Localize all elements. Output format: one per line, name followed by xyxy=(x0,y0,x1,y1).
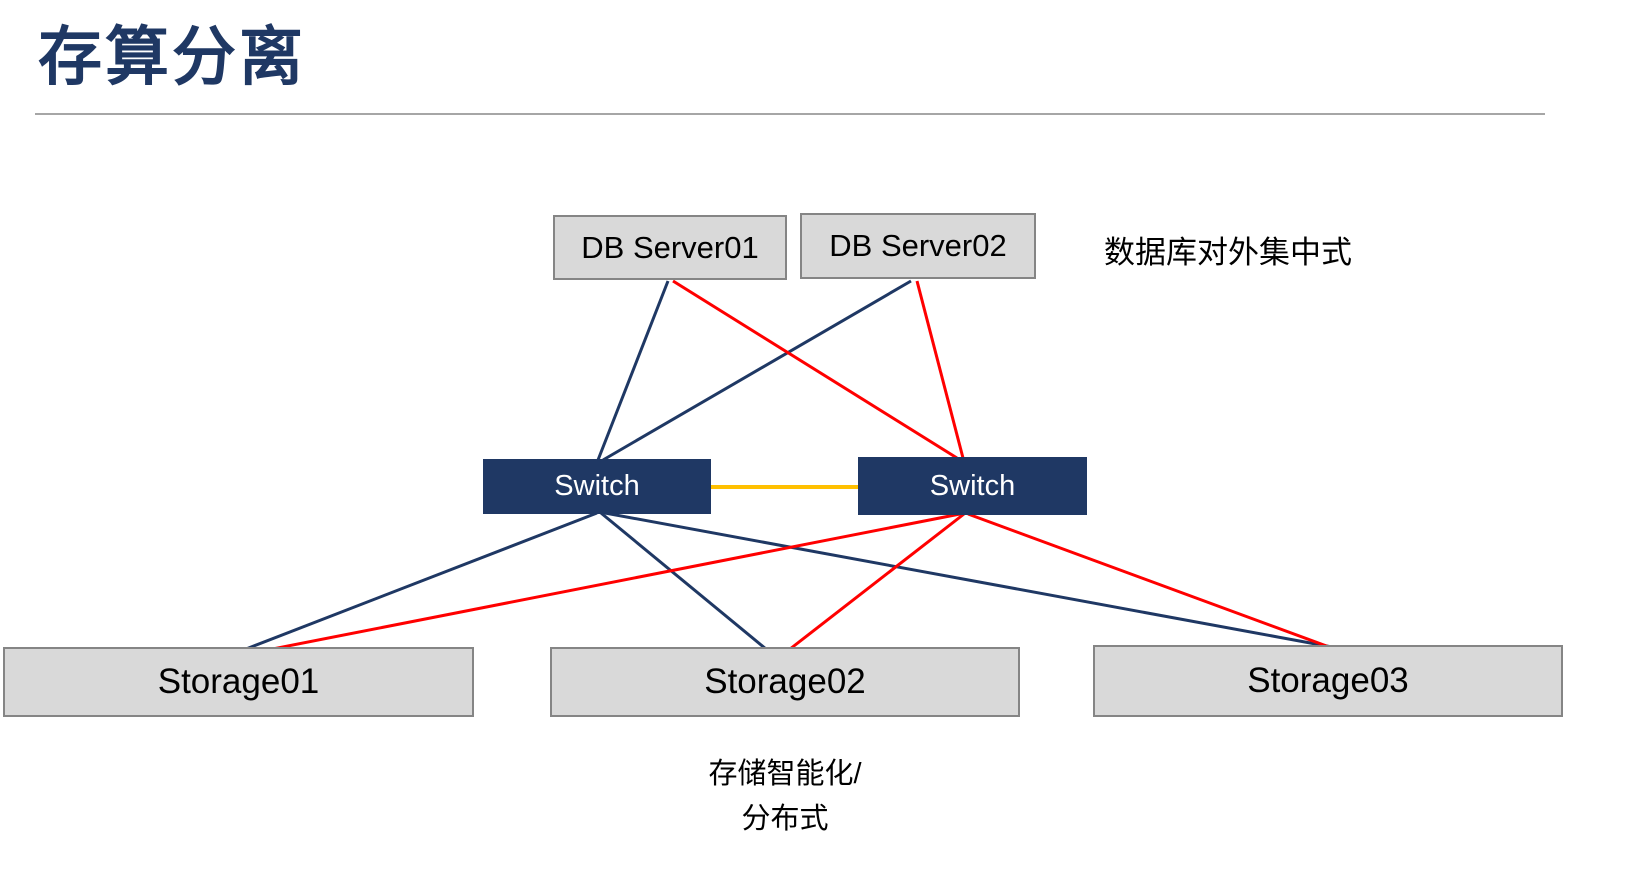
node-storage-03-label: Storage03 xyxy=(1247,661,1409,700)
link-switch-left-storage03 xyxy=(604,511,1333,649)
link-switch-right-storage02 xyxy=(789,512,965,651)
node-db-server-01: DB Server01 xyxy=(553,215,787,280)
link-switch-left-storage02 xyxy=(600,511,767,651)
node-switch-right: Switch xyxy=(858,457,1087,515)
node-switch-right-label: Switch xyxy=(929,469,1016,502)
node-db-server-02-label: DB Server02 xyxy=(829,228,1007,263)
node-storage-02-label: Storage02 xyxy=(704,662,866,701)
node-switch-left: Switch xyxy=(483,459,711,514)
node-storage-03: Storage03 xyxy=(1093,645,1563,717)
page-title: 存算分离 xyxy=(38,21,306,93)
node-storage-01: Storage01 xyxy=(3,647,474,717)
link-switch-right-storage03 xyxy=(967,512,1333,650)
db-cluster-note: 数据库对外集中式 xyxy=(1104,235,1352,270)
title-divider xyxy=(35,113,1545,115)
storage-note-line2: 分布式 xyxy=(741,802,829,835)
link-db02-switch-right xyxy=(915,280,965,459)
storage-note: 存储智能化/ 分布式 xyxy=(580,752,990,842)
link-switch-left-storage01 xyxy=(245,511,598,651)
node-storage-02: Storage02 xyxy=(550,647,1020,717)
node-storage-01-label: Storage01 xyxy=(157,662,320,701)
node-db-server-02: DB Server02 xyxy=(800,213,1036,279)
link-switch-right-storage01 xyxy=(251,512,961,655)
node-switch-left-label: Switch xyxy=(554,470,640,502)
storage-note-line1: 存储智能化/ xyxy=(708,758,862,790)
link-db01-switch-right xyxy=(672,279,958,460)
link-db01-switch-left xyxy=(596,280,670,461)
link-db02-switch-left xyxy=(602,279,912,462)
node-db-server-01-label: DB Server01 xyxy=(581,229,759,265)
